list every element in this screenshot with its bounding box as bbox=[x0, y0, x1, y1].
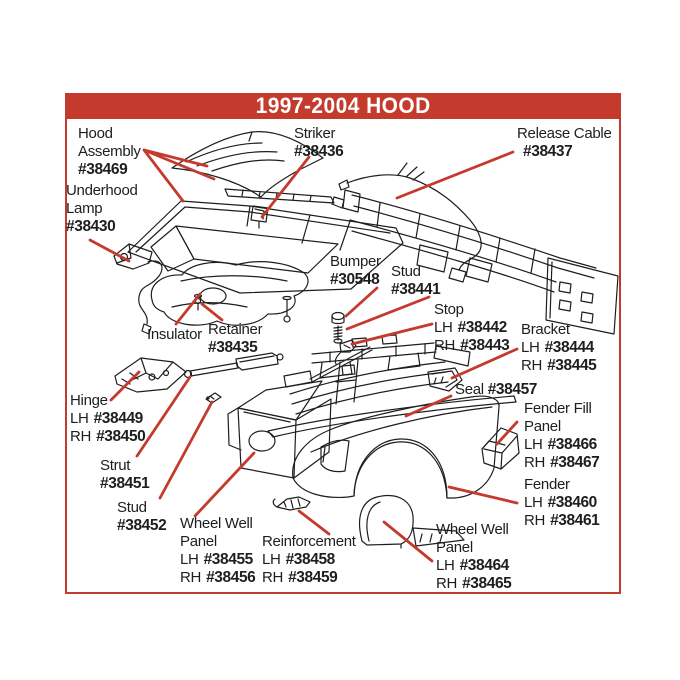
leader-wheel-well-right bbox=[382, 520, 434, 563]
label-seal: Seal #38457 bbox=[455, 381, 538, 398]
leader-underhood-lamp bbox=[88, 238, 131, 263]
leader-reinforcement bbox=[297, 509, 331, 536]
hood-skin-drawing bbox=[171, 131, 324, 198]
leader-fender bbox=[447, 485, 519, 505]
hood-inner-frame-drawing bbox=[127, 200, 404, 323]
leader-retainer bbox=[200, 302, 224, 322]
label-wheel-well-panel-right: Wheel Well Panel LH#38464 RH#38465 bbox=[436, 521, 512, 592]
label-fender: Fender LH#38460 RH#38461 bbox=[524, 476, 600, 529]
label-stud-lower: Stud #38452 bbox=[117, 499, 167, 534]
label-stop: Stop LH#38442 RH#38443 bbox=[434, 301, 510, 354]
leader-hood-assembly bbox=[142, 148, 216, 203]
leader-release-cable bbox=[395, 150, 515, 200]
leader-striker bbox=[260, 155, 311, 219]
leader-hinge bbox=[109, 370, 141, 402]
wheel-well-panel-right-drawing bbox=[358, 495, 465, 549]
label-insulator: Insulator bbox=[147, 326, 202, 343]
front-frame-rails-drawing bbox=[342, 189, 619, 335]
leader-seal bbox=[404, 394, 453, 418]
underhood-lamp-drawing bbox=[113, 243, 163, 335]
label-release-cable: Release Cable #38437 bbox=[517, 125, 612, 160]
seal-strip-drawing bbox=[267, 395, 517, 438]
release-cable-drawing bbox=[338, 162, 482, 283]
label-striker: Striker #38436 bbox=[294, 125, 344, 160]
leader-fender-fill-panel bbox=[495, 420, 519, 446]
stud-upper-part-drawing bbox=[333, 325, 343, 344]
leader-wheel-well-left bbox=[193, 451, 256, 518]
strut-drawing bbox=[183, 352, 284, 379]
label-strut: Strut #38451 bbox=[100, 457, 150, 492]
label-reinforcement: Reinforcement LH#38458 RH#38459 bbox=[262, 533, 356, 586]
leader-stud-upper bbox=[345, 295, 431, 331]
label-wheel-well-panel-left: Wheel Well Panel LH#38455 RH#38456 bbox=[180, 515, 256, 586]
label-retainer: Retainer #38435 bbox=[208, 321, 263, 356]
label-underhood-lamp: Underhood Lamp #38430 bbox=[66, 182, 138, 235]
label-bracket: Bracket LH#38444 RH#38445 bbox=[521, 321, 597, 374]
hinge-part-drawing bbox=[114, 357, 187, 393]
leader-insulator bbox=[174, 292, 202, 326]
leader-strut bbox=[135, 375, 192, 458]
title-bar: 1997-2004 HOOD bbox=[65, 93, 621, 119]
stud-lower-part-drawing bbox=[205, 392, 222, 404]
leader-bracket bbox=[450, 347, 519, 380]
bumper-part-drawing bbox=[331, 311, 345, 325]
body-pillar-structure-drawing bbox=[289, 359, 449, 415]
fender-fill-panel-drawing bbox=[481, 427, 520, 470]
mid-support-frame-drawing bbox=[309, 334, 471, 383]
striker-part-drawing bbox=[250, 205, 269, 229]
label-hinge: Hinge LH#38449 RH#38450 bbox=[70, 392, 146, 445]
wheel-well-panel-left-drawing bbox=[227, 370, 332, 479]
leader-stop bbox=[350, 322, 434, 346]
fender-drawing bbox=[292, 395, 500, 499]
label-stud-upper: Stud #38441 bbox=[391, 263, 441, 298]
leader-stud-lower bbox=[158, 400, 214, 500]
label-fender-fill-panel: Fender Fill Panel LH#38466 RH#38467 bbox=[524, 400, 600, 471]
label-bumper: Bumper #30548 bbox=[330, 253, 381, 288]
reinforcement-part-drawing bbox=[272, 496, 311, 511]
leader-bumper bbox=[344, 286, 379, 318]
label-hood-assembly: Hood Assembly #38469 bbox=[78, 125, 141, 178]
insulator-drawing bbox=[150, 261, 309, 326]
page-title: 1997-2004 HOOD bbox=[255, 93, 431, 118]
hood-reinforcement-strip-drawing bbox=[224, 188, 345, 209]
stop-part-drawing bbox=[334, 339, 357, 365]
